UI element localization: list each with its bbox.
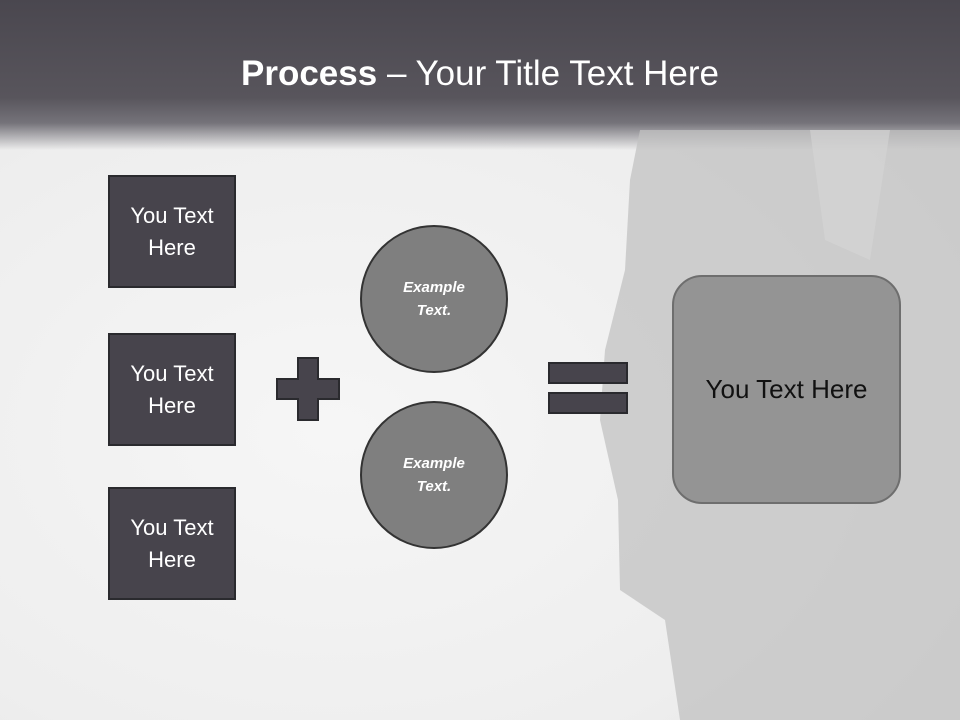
operand-circle-1: Example Text. xyxy=(360,225,508,373)
page-title: Process – Your Title Text Here xyxy=(0,52,960,96)
input-box-3: You Text Here xyxy=(108,487,236,600)
operand-circle-2: Example Text. xyxy=(360,401,508,549)
input-box-label: You Text Here xyxy=(130,514,214,572)
operand-label: Example Text. xyxy=(403,279,465,319)
input-box-label: You Text Here xyxy=(130,360,214,418)
result-box: You Text Here xyxy=(672,275,901,504)
title-rest: – Your Title Text Here xyxy=(377,54,719,93)
input-box-2: You Text Here xyxy=(108,333,236,446)
title-bold: Process xyxy=(241,54,378,93)
operand-label: Example Text. xyxy=(403,455,465,495)
plus-icon xyxy=(276,357,340,421)
input-box-label: You Text Here xyxy=(130,202,214,260)
title-bar xyxy=(0,0,960,150)
result-label: You Text Here xyxy=(705,374,868,404)
input-box-1: You Text Here xyxy=(108,175,236,288)
equals-icon xyxy=(548,362,628,414)
